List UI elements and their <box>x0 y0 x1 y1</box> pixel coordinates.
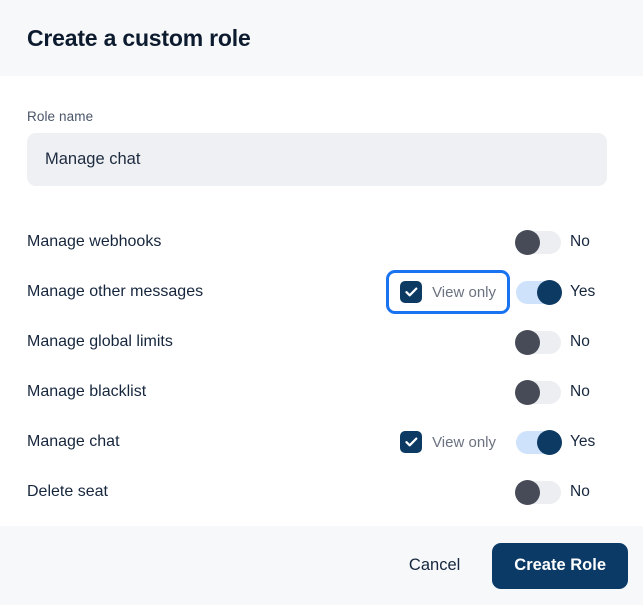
view-only-group[interactable]: View only <box>386 420 510 464</box>
toggle-knob <box>515 229 540 255</box>
permission-row: Delete seat No <box>27 467 616 517</box>
permission-label: Manage blacklist <box>27 383 147 400</box>
permission-toggle[interactable] <box>515 479 561 505</box>
permission-toggle[interactable] <box>515 229 561 255</box>
permission-row: Manage other messages View only Yes <box>27 267 616 317</box>
toggle-state-label: No <box>570 383 590 400</box>
permission-row: Manage global limits No <box>27 317 616 367</box>
toggle-knob <box>515 479 540 505</box>
check-icon <box>404 287 418 297</box>
permission-label: Manage other messages <box>27 283 204 300</box>
view-only-checkbox[interactable] <box>400 431 423 453</box>
toggle-state-label: No <box>570 233 590 250</box>
permission-controls: No <box>515 317 616 367</box>
toggle-state-label: No <box>570 483 590 500</box>
permission-toggle-wrap: Yes <box>516 279 616 305</box>
toggle-state-label: Yes <box>570 283 596 300</box>
permission-controls: View only Yes <box>386 417 616 467</box>
view-only-checkbox[interactable] <box>400 281 423 303</box>
permission-toggle-wrap: No <box>515 379 616 405</box>
permission-toggle-wrap: Yes <box>516 429 616 455</box>
permission-controls: No <box>515 467 616 517</box>
view-only-label: View only <box>432 283 496 301</box>
check-icon <box>404 437 418 447</box>
role-name-input[interactable] <box>27 133 607 186</box>
dialog-footer: Cancel Create Role <box>0 526 643 605</box>
permission-controls: No <box>515 367 616 417</box>
toggle-state-label: No <box>570 333 590 350</box>
permission-toggle-wrap: No <box>515 229 616 255</box>
permission-row: Manage blacklist No <box>27 367 616 417</box>
cancel-button[interactable]: Cancel <box>391 544 478 587</box>
role-name-label: Role name <box>27 109 94 124</box>
permission-label: Manage global limits <box>27 333 173 350</box>
view-only-group[interactable]: View only <box>386 270 510 314</box>
toggle-knob <box>537 279 562 305</box>
toggle-knob <box>515 379 540 405</box>
toggle-knob <box>515 329 540 355</box>
permission-row: Manage chat View only Yes <box>27 417 616 467</box>
permission-toggle[interactable] <box>515 379 561 405</box>
permission-toggle[interactable] <box>516 279 562 305</box>
permission-toggle[interactable] <box>515 329 561 355</box>
permission-controls: View only Yes <box>386 267 616 317</box>
dialog-header: Create a custom role <box>0 0 643 76</box>
permission-label: Manage webhooks <box>27 233 162 250</box>
permission-label: Manage chat <box>27 433 120 450</box>
page-title: Create a custom role <box>27 24 251 51</box>
role-name-field-group: Role name <box>27 109 616 186</box>
toggle-knob <box>537 429 562 455</box>
permission-toggle-wrap: No <box>515 479 616 505</box>
view-only-label: View only <box>432 433 496 451</box>
create-role-button[interactable]: Create Role <box>492 542 628 589</box>
permission-row: Manage webhooks No <box>27 217 616 267</box>
permission-label: Delete seat <box>27 483 108 500</box>
permission-toggle[interactable] <box>516 429 562 455</box>
toggle-state-label: Yes <box>570 433 596 450</box>
permission-toggle-wrap: No <box>515 329 616 355</box>
permission-controls: No <box>515 217 616 267</box>
